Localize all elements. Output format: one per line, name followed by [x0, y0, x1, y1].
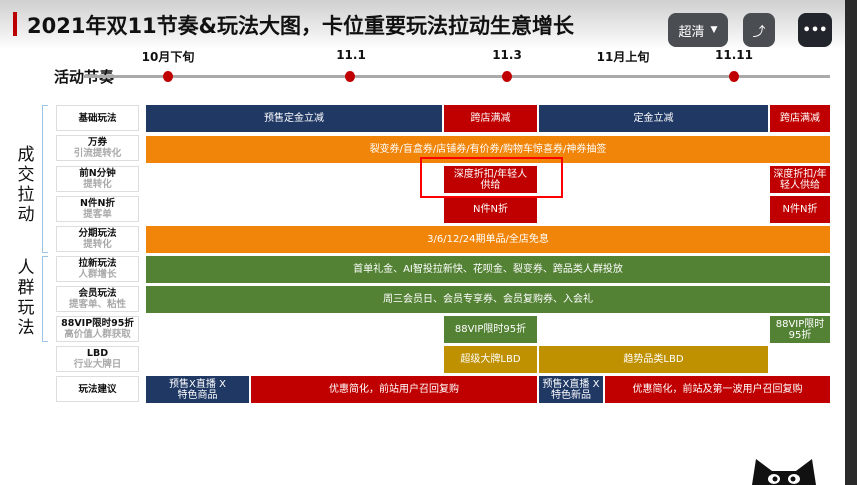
- row-label: 拉新玩法人群增长: [56, 256, 139, 282]
- row-title: LBD: [86, 348, 109, 359]
- bar-deep-discount-2: 深度折扣/年轻人供给: [770, 166, 830, 193]
- bar-cross-store-2: 跨店满减: [770, 105, 830, 132]
- more-button[interactable]: •••: [798, 13, 832, 47]
- tmall-cat-icon: [752, 459, 816, 485]
- bar-n-items-1: N件N折: [444, 196, 537, 223]
- row-title: 基础玩法: [78, 112, 117, 124]
- bar-new-user: 首单礼金、AI智投拉新快、花呗金、裂变券、跨品类人群投放: [146, 256, 830, 283]
- bar-suggestion-1: 预售X直播 X特色商品: [146, 376, 249, 403]
- group-bracket: [42, 256, 48, 342]
- timeline-line: [84, 75, 830, 78]
- timeline-point-label: 11.11: [715, 48, 753, 62]
- row-label: N件N折提客单: [56, 196, 139, 222]
- bar-presale: 预售定金立减: [146, 105, 442, 132]
- row-subtitle: 人群增长: [78, 269, 117, 280]
- bar-suggestion-4: 优惠简化，前站及第一波用户召回复购: [605, 376, 830, 403]
- page-title: 2021年双11节奏&玩法大图，卡位重要玩法拉动生意增长: [27, 14, 574, 38]
- title-accent: [13, 12, 17, 36]
- highlight-box: [420, 157, 563, 198]
- row-subtitle: 提客单、粘性: [68, 299, 126, 310]
- timeline-point-label: 11月上旬: [596, 50, 650, 64]
- row-label: 88VIP限时95折高价值人群获取: [56, 316, 139, 342]
- row-title: 88VIP限时95折: [61, 318, 134, 329]
- row-title: 分期玩法: [78, 228, 117, 239]
- row-subtitle: 高价值人群获取: [64, 329, 131, 340]
- row-label: 万券引流提转化: [56, 135, 139, 161]
- row-subtitle: 提转化: [83, 179, 112, 190]
- row-title: 万券: [87, 137, 107, 148]
- row-label: 基础玩法: [56, 105, 139, 131]
- bar-lbd-1: 超级大牌LBD: [444, 346, 537, 373]
- bar-vip-1: 88VIP限时95折: [444, 316, 537, 343]
- group-label: 人群玩法: [17, 258, 35, 338]
- bar-cross-store-1: 跨店满减: [444, 105, 537, 132]
- bar-deposit: 定金立减: [539, 105, 768, 132]
- row-title: 拉新玩法: [78, 258, 117, 269]
- row-title: N件N折: [80, 198, 115, 209]
- timeline-point-label: 11.3: [492, 48, 522, 62]
- bar-n-items-2: N件N折: [770, 196, 830, 223]
- rotate-button[interactable]: ⤴: [743, 13, 775, 47]
- timeline-point-label: 10月下旬: [141, 50, 195, 64]
- row-title: 前N分钟: [79, 168, 116, 179]
- row-subtitle: 引流提转化: [73, 148, 122, 159]
- window-edge: [845, 0, 857, 485]
- quality-label: 超清: [678, 24, 705, 40]
- bar-installment: 3/6/12/24期单品/全店免息: [146, 226, 830, 253]
- row-label: 前N分钟提转化: [56, 166, 139, 192]
- row-label: 玩法建议: [56, 376, 139, 402]
- bar-lbd-2: 趋势品类LBD: [539, 346, 768, 373]
- timeline-dot: [502, 71, 512, 82]
- row-title: 会员玩法: [78, 288, 117, 299]
- row-label: 分期玩法提转化: [56, 226, 139, 252]
- timeline-dot: [345, 71, 355, 82]
- timeline-dot: [729, 71, 739, 82]
- group-bracket: [42, 105, 48, 253]
- timeline-dot: [163, 71, 173, 82]
- row-label: 会员玩法提客单、粘性: [56, 286, 139, 312]
- bar-deep-discount-1: 深度折扣/年轻人供给: [444, 166, 537, 193]
- timeline-point-label: 11.1: [336, 48, 366, 62]
- row-subtitle: 提客单: [83, 209, 112, 220]
- bar-suggestion-2: 优惠简化，前站用户召回复购: [251, 376, 537, 403]
- more-icon: •••: [802, 22, 828, 38]
- group-label: 成交拉动: [17, 145, 35, 225]
- rotate-icon: ⤴: [752, 24, 766, 40]
- row-title: 玩法建议: [78, 383, 117, 395]
- row-subtitle: 提转化: [83, 239, 112, 250]
- chevron-down-icon: ▼: [710, 25, 718, 35]
- bar-vip-2: 88VIP限时95折: [770, 316, 830, 343]
- bar-suggestion-3: 预售X直播 X特色新品: [539, 376, 603, 403]
- row-subtitle: 行业大牌日: [73, 359, 122, 370]
- quality-dropdown[interactable]: 超清 ▼: [668, 13, 728, 47]
- bar-member: 周三会员日、会员专享券、会员复购券、入会礼: [146, 286, 830, 313]
